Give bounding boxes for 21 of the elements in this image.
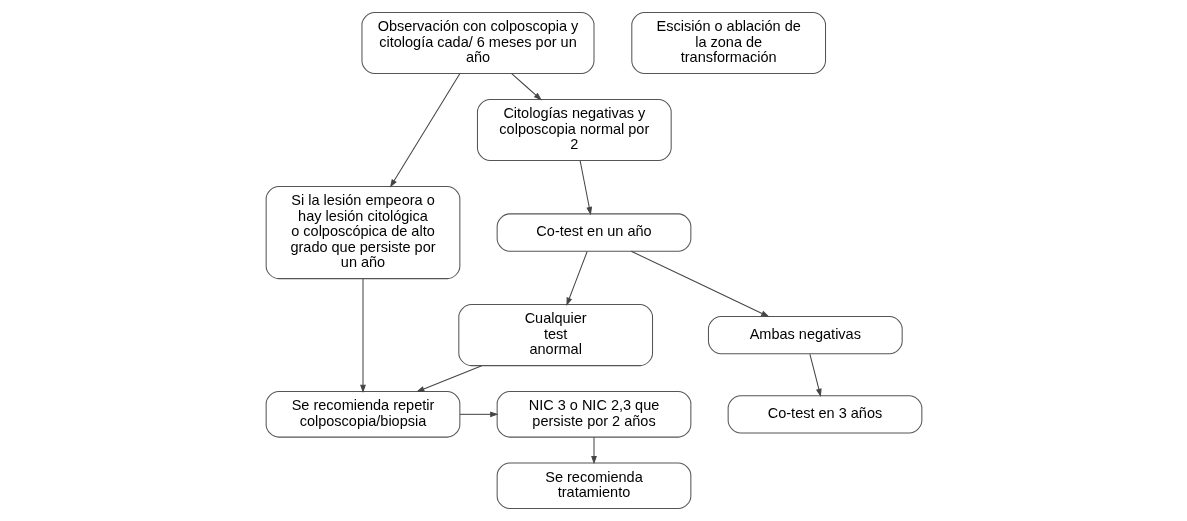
node-box: Co-test en un año bbox=[496, 213, 691, 252]
arrow bbox=[389, 73, 460, 188]
arrow bbox=[510, 73, 542, 101]
arrow bbox=[630, 250, 769, 317]
arrow bbox=[415, 365, 482, 392]
node-box: Citologías negativas y colposcopia normal por 2 bbox=[476, 98, 672, 162]
node-box: Observación con colposcopia y citología cada/ 6 meses por un año bbox=[360, 11, 594, 75]
node-box: Cualquier test anormal bbox=[457, 304, 653, 367]
arrow bbox=[808, 353, 822, 397]
node-box: Co-test en 3 años bbox=[727, 395, 922, 434]
arrow bbox=[579, 160, 592, 216]
arrow bbox=[565, 251, 588, 306]
node-box: NIC 3 o NIC 2,3 que persiste por 2 años bbox=[496, 391, 691, 438]
arrow bbox=[590, 436, 597, 465]
node-box: Escisión o ablación de la zona de transformación bbox=[630, 11, 826, 75]
arrow bbox=[359, 278, 366, 393]
arrow bbox=[459, 411, 498, 418]
node-box: Ambas negativas bbox=[707, 315, 903, 355]
node-box: Se recomienda repetir colposcopia/biopsia bbox=[265, 391, 460, 438]
node-box: Si la lesión empeora o hay lesión citológica o colposcópica de alto grado que persiste por un año bbox=[265, 185, 460, 280]
node-box: Se recomienda tratamiento bbox=[496, 462, 691, 510]
